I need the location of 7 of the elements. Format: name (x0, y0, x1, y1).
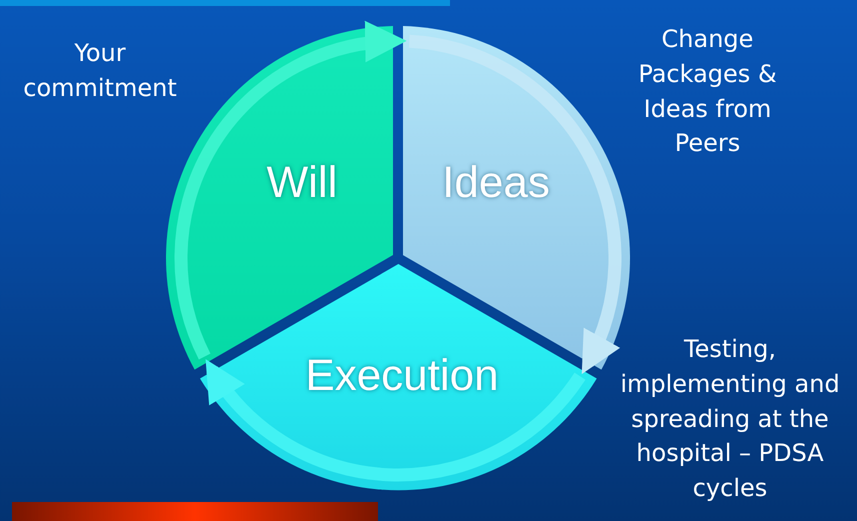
segment-label: Ideas (442, 158, 550, 208)
annotation-text: Your commitment (22, 38, 178, 104)
curved-arrow (204, 360, 586, 482)
annotation-text: Testing, implementing and spreading at the hospital – PDSA cycles (619, 334, 841, 504)
annotation-text: Change Packages & Ideas from Peers (637, 24, 778, 160)
segment-label: Will (266, 158, 338, 208)
segment-label: Execution (305, 350, 499, 401)
